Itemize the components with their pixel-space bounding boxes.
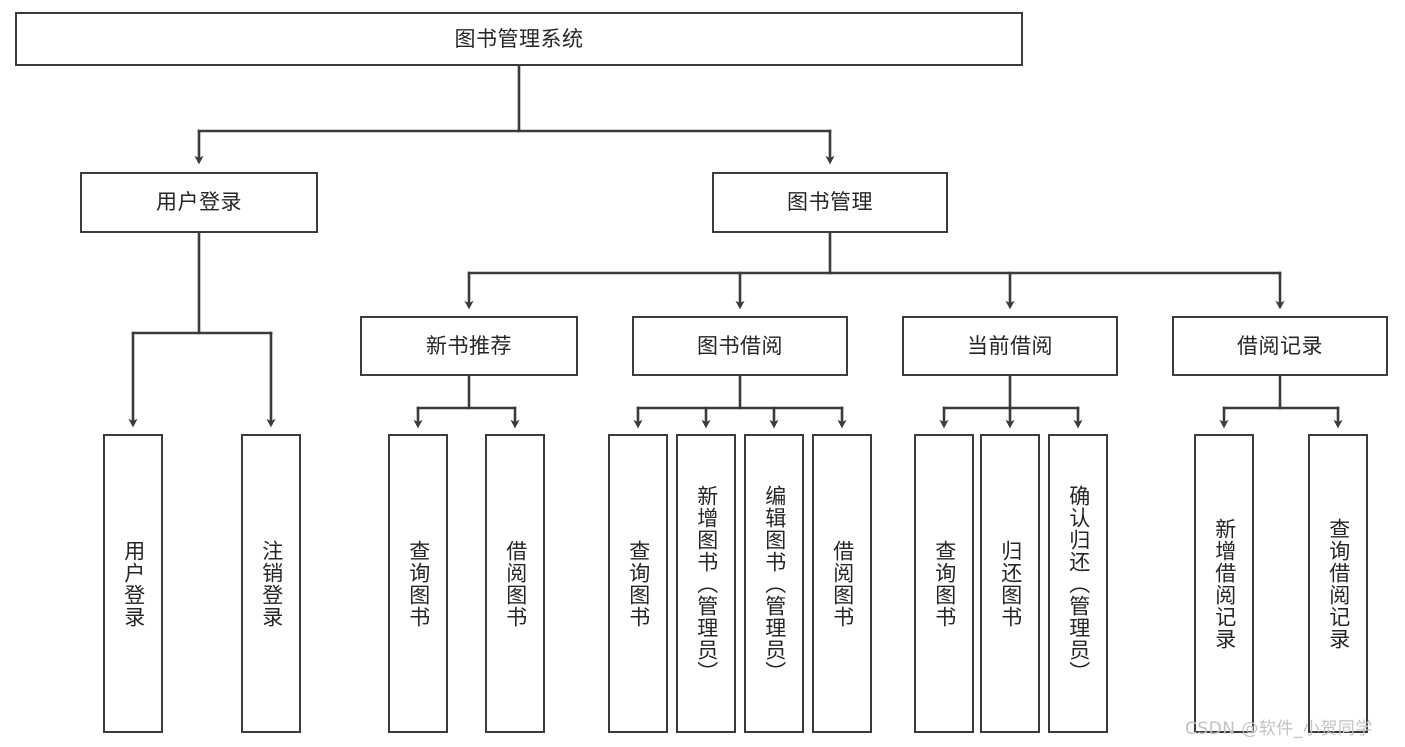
node-leaf-query-book-1[interactable]: 查询图书 [388,434,448,733]
node-new-book-recommend-label: 新书推荐 [426,333,512,358]
node-leaf-add-record-label: 新增借阅记录 [1212,517,1237,650]
node-leaf-add-book[interactable]: 新增图书（管理员） [676,434,736,733]
node-leaf-query-book-3-label: 查询图书 [932,539,957,628]
node-current-borrow-label: 当前借阅 [967,333,1053,358]
node-book-borrow-label: 图书借阅 [697,333,783,358]
node-leaf-query-book-1-label: 查询图书 [406,539,431,628]
node-leaf-query-record[interactable]: 查询借阅记录 [1308,434,1368,733]
node-leaf-query-book-2[interactable]: 查询图书 [608,434,668,733]
node-leaf-edit-book[interactable]: 编辑图书（管理员） [744,434,804,733]
node-book-borrow[interactable]: 图书借阅 [632,316,848,376]
node-leaf-return-book-label: 归还图书 [998,539,1023,628]
node-root[interactable]: 图书管理系统 [15,12,1023,66]
node-borrow-record[interactable]: 借阅记录 [1172,316,1388,376]
node-leaf-edit-book-label: 编辑图书（管理员） [762,484,787,683]
node-leaf-query-record-label: 查询借阅记录 [1326,517,1351,650]
node-user-login[interactable]: 用户登录 [80,172,318,233]
node-leaf-add-record[interactable]: 新增借阅记录 [1194,434,1254,733]
node-leaf-borrow-book-2[interactable]: 借阅图书 [812,434,872,733]
node-book-management-label: 图书管理 [787,190,873,215]
node-leaf-confirm-return-label: 确认归还（管理员） [1066,484,1091,683]
node-book-management[interactable]: 图书管理 [712,172,948,233]
node-leaf-confirm-return[interactable]: 确认归还（管理员） [1048,434,1108,733]
node-leaf-user-login[interactable]: 用户登录 [103,434,163,733]
node-leaf-query-book-3[interactable]: 查询图书 [914,434,974,733]
node-current-borrow[interactable]: 当前借阅 [902,316,1118,376]
node-root-label: 图书管理系统 [454,26,584,51]
node-leaf-return-book[interactable]: 归还图书 [980,434,1040,733]
node-leaf-borrow-book-2-label: 借阅图书 [830,539,855,628]
node-leaf-borrow-book-1[interactable]: 借阅图书 [485,434,545,733]
node-leaf-logout[interactable]: 注销登录 [241,434,301,733]
node-leaf-add-book-label: 新增图书（管理员） [694,484,719,683]
node-user-login-label: 用户登录 [156,190,242,215]
csdn-watermark: CSDN @软件_小贺同学 [1185,719,1373,739]
node-leaf-query-book-2-label: 查询图书 [626,539,651,628]
node-leaf-user-login-label: 用户登录 [121,539,146,628]
node-leaf-borrow-book-1-label: 借阅图书 [503,539,528,628]
node-borrow-record-label: 借阅记录 [1237,333,1323,358]
node-leaf-logout-label: 注销登录 [259,539,284,628]
node-new-book-recommend[interactable]: 新书推荐 [360,316,578,376]
